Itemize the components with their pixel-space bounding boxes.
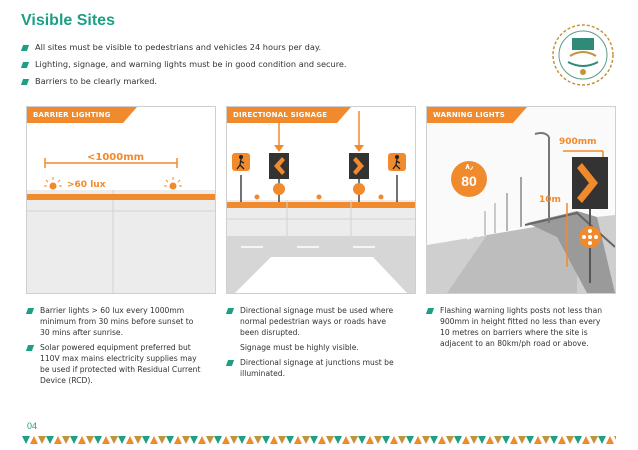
speed-sign-icon	[451, 161, 487, 197]
lux-label: >60 lux	[67, 180, 106, 190]
bullet-marker-icon	[25, 308, 35, 314]
warning-lamp-icon	[353, 183, 365, 195]
signage-notes: Directional signage must be used where n…	[225, 305, 404, 383]
panel-header: WARNING LIGHTS	[427, 107, 527, 123]
intro-bullets: All sites must be visible to pedestrians…	[20, 42, 501, 93]
signage-plain-note: Signage must be highly visible.	[240, 343, 359, 352]
bullet-marker-icon	[225, 308, 235, 314]
spacing-dimension: <1000mm	[87, 152, 145, 163]
bullet-marker-icon	[20, 45, 30, 51]
speed-sign-value: 80	[461, 173, 477, 189]
barrier-lighting-panel: BARRIER LIGHTING <1000mm >60 lux	[26, 106, 216, 294]
barrier-lamp-icon	[316, 194, 322, 200]
signage-illustration	[227, 111, 415, 293]
panel-header: BARRIER LIGHTING	[27, 107, 137, 123]
page-title: Visible Sites	[21, 12, 115, 29]
warning-illustration	[427, 107, 615, 293]
bullet-marker-icon	[20, 62, 30, 68]
decorative-border	[22, 436, 616, 446]
bullet-marker-icon	[20, 79, 30, 85]
intro-bullet: All sites must be visible to pedestrians…	[20, 42, 501, 53]
directional-signage-panel: DIRECTIONAL SIGNAGE	[226, 106, 416, 294]
distance-dimension: 10m	[539, 195, 561, 205]
height-dimension: 900mm	[559, 137, 597, 147]
warning-lamp-icon	[273, 183, 285, 195]
barrier-lamp-icon	[254, 194, 260, 200]
barrier-lamp-icon	[44, 177, 62, 190]
intro-bullet: Barriers to be clearly marked.	[20, 76, 501, 87]
bullet-marker-icon	[425, 308, 435, 314]
intro-bullet: Lighting, signage, and warning lights mu…	[20, 59, 501, 70]
bullet-marker-icon	[25, 345, 35, 351]
warning-note: Flashing warning lights posts not less t…	[425, 305, 604, 349]
barrier-lamp-icon	[378, 194, 384, 200]
barrier-note: Solar powered equipment preferred but 11…	[25, 342, 204, 386]
chevron-left-sign-icon	[269, 153, 289, 179]
signage-note: Directional signage must be used where n…	[225, 305, 404, 338]
barrier-illustration	[27, 158, 215, 293]
chevron-right-sign-icon	[349, 153, 369, 179]
warning-notes: Flashing warning lights posts not less t…	[425, 305, 604, 353]
barrier-notes: Barrier lights > 60 lux every 1000mm min…	[25, 305, 204, 390]
page-number: 04	[27, 421, 38, 431]
warning-lights-panel: WARNING LIGHTS ٨٫ 80 900mm 10m	[426, 106, 616, 294]
pedestrian-sign-icon	[232, 153, 250, 171]
pedestrian-sign-icon	[388, 153, 406, 171]
speed-sign-top: ٨٫	[465, 162, 473, 171]
barrier-note: Barrier lights > 60 lux every 1000mm min…	[25, 305, 204, 338]
barrier-lamp-icon	[164, 177, 182, 190]
seal-logo	[552, 24, 614, 86]
bullet-marker-icon	[225, 360, 235, 366]
panel-header: DIRECTIONAL SIGNAGE	[227, 107, 351, 123]
flashing-light-icon	[579, 226, 601, 248]
signage-note: Directional signage at junctions must be…	[225, 357, 404, 379]
